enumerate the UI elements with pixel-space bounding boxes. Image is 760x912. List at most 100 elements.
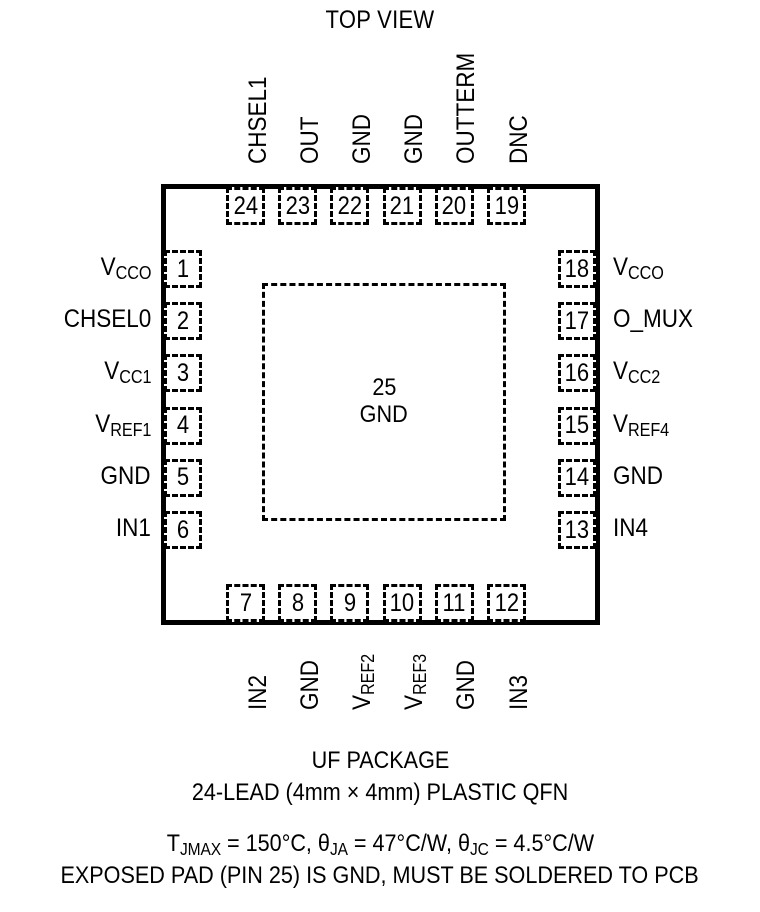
pin-label-text-10: VREF3 [400,653,431,710]
pin-number-20: 20 [442,191,467,220]
pin-number-7: 7 [239,588,252,617]
pin-label-4: VREF1 [0,409,151,440]
pin-number-13: 13 [564,515,590,544]
pin-pad-17: 17 [558,302,596,341]
pin-label-text-11: GND [452,659,481,710]
pin-label-text-24: CHSEL1 [243,76,272,164]
pin-number-2: 2 [176,306,190,335]
footer-thermal-block: TJMAX = 150°C, θJA = 47°C/W, θJC = 4.5°C… [0,828,760,892]
pin-label-1: VCCO [0,253,151,283]
pin-pad-6: 6 [164,511,202,549]
pin-pad-3: 3 [164,354,202,393]
pin-label-text-16: VCC2 [613,357,661,388]
pin-pad-16: 16 [558,354,596,393]
pin-number-1: 1 [176,254,190,283]
pin-label-5: GND [0,461,151,490]
pin-label-text-6: IN1 [115,514,151,542]
pin-label-text-22: GND [347,113,376,164]
pin-label-text-15: VREF4 [613,409,670,440]
pin-label-15: VREF4 [613,409,675,440]
pin-label-23: OUT [295,111,324,164]
pin-pad-11: 11 [434,584,474,622]
pin-pad-7: 7 [226,584,265,622]
exposed-pad-number: 25 [371,374,397,402]
pin-pad-23: 23 [278,187,318,225]
footer-package-name: UF PACKAGE [311,747,449,774]
pin-label-text-21: GND [400,113,429,164]
pin-pad-12: 12 [487,584,526,622]
pin-label-6: IN1 [0,516,151,541]
page-title: TOP VIEW [325,6,435,34]
footer-package-block: UF PACKAGE 24-LEAD (4mm × 4mm) PLASTIC Q… [0,745,760,809]
pin-number-8: 8 [291,588,304,617]
pin-number-22: 22 [337,191,363,220]
pin-pad-5: 5 [164,458,202,497]
pin-label-text-8: GND [295,659,324,710]
pin-number-24: 24 [233,191,258,220]
pin-label-12: IN3 [504,671,533,710]
pin-pad-15: 15 [558,406,596,445]
pin-number-5: 5 [176,463,190,492]
pin-label-text-3: VCC1 [103,357,151,388]
pin-label-text-17: O_MUX [613,305,694,334]
pin-label-text-5: GND [100,461,151,490]
pin-label-text-7: IN2 [243,674,272,710]
package-outline [161,184,600,625]
pin-number-18: 18 [564,254,590,283]
pin-label-text-20: OUTTERM [452,52,481,164]
pin-number-6: 6 [176,515,190,544]
pin-number-15: 15 [564,411,590,440]
exposed-pad-25: 25 GND [262,283,506,521]
pin-label-18: VCCO [613,253,669,283]
pin-number-16: 16 [564,358,590,387]
pin-pad-13: 13 [558,511,596,549]
pin-label-text-4: VREF1 [94,409,151,440]
pin-number-17: 17 [564,306,590,335]
pin-number-4: 4 [176,411,190,440]
pin-label-17: O_MUX [613,307,702,332]
pin-number-19: 19 [494,191,519,220]
pin-label-2: CHSEL0 [0,307,151,332]
pin-label-16: VCC2 [613,357,665,388]
pin-label-text-9: VREF2 [347,653,378,710]
pin-pad-4: 4 [164,406,202,445]
pin-pad-10: 10 [382,584,422,622]
pin-label-7: IN2 [243,671,272,710]
pin-label-text-1: VCCO [100,253,151,283]
pin-number-11: 11 [442,588,466,617]
pin-label-22: GND [347,108,376,164]
pin-number-21: 21 [389,191,415,220]
pin-number-14: 14 [564,463,590,492]
pin-pad-1: 1 [164,250,202,288]
pin-pad-14: 14 [558,458,596,497]
pin-number-10: 10 [389,588,415,617]
pin-pad-18: 18 [558,250,596,288]
pin-label-3: VCC1 [0,357,151,388]
pin-pad-21: 21 [382,187,422,225]
pin-label-21: GND [400,108,429,164]
pin-label-text-2: CHSEL0 [63,305,151,334]
pin-label-text-12: IN3 [504,674,533,710]
pin-pad-8: 8 [278,584,318,622]
pin-pad-2: 2 [164,302,202,341]
pin-label-text-13: IN4 [613,514,649,542]
pin-number-9: 9 [343,588,357,617]
pin-label-text-23: OUT [295,116,324,164]
footer-package-desc: 24-LEAD (4mm × 4mm) PLASTIC QFN [191,778,569,806]
pin-number-23: 23 [285,191,310,220]
pin-pad-24: 24 [226,187,265,225]
exposed-pad-name: GND [359,401,409,428]
pin-pad-20: 20 [434,187,474,225]
pin-label-19: DNC [505,110,533,164]
pin-label-13: IN4 [613,516,652,541]
pin-label-text-18: VCCO [613,253,664,283]
pin-label-text-14: GND [613,461,664,490]
pin-label-11: GND [452,654,481,710]
pin-label-24: CHSEL1 [243,67,272,164]
pin-label-9: VREF2 [347,648,378,710]
pin-pad-22: 22 [330,187,370,225]
pin-number-12: 12 [494,588,519,617]
pin-label-14: GND [613,461,669,490]
pin-pad-19: 19 [487,187,526,225]
pin-number-3: 3 [176,358,190,387]
